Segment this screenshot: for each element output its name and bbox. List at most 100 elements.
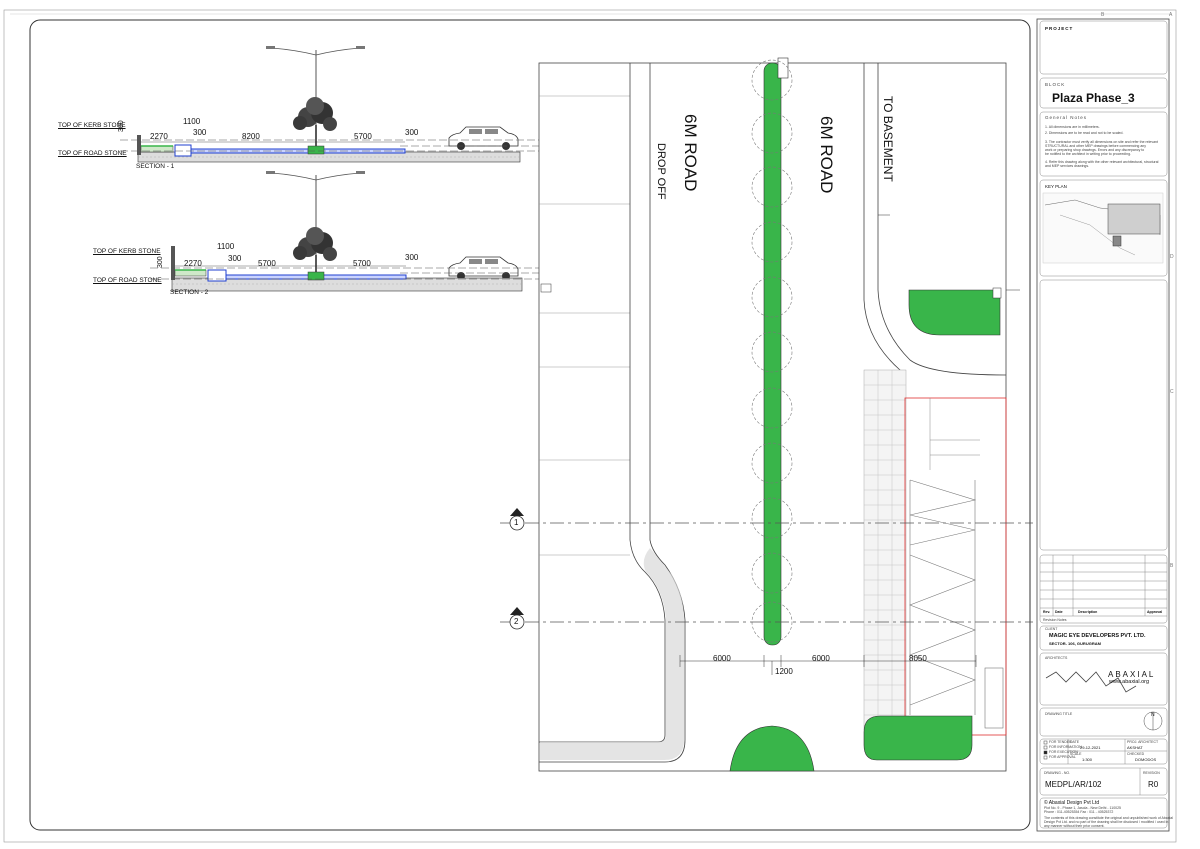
road-label-left: 6M ROAD [681, 114, 700, 192]
section-2-dim-1: 2270 [184, 259, 202, 268]
section-1-dim-4: 8200 [242, 132, 260, 141]
section-1-tree [293, 97, 337, 150]
rev-header-desc: Description [1078, 610, 1098, 614]
section-1-dim-5: 5700 [354, 132, 372, 141]
svg-text:A: A [1169, 12, 1173, 18]
revision-notes-label: Revision Notes [1043, 618, 1067, 622]
date-label: DATE [1070, 740, 1080, 744]
section-2-kerb-label: TOP OF KERB STONE [93, 248, 161, 255]
paving-grid [863, 369, 907, 731]
disclaimer-line-3: any manner without their prior consent. [1044, 824, 1105, 828]
client-label: CLIENT [1045, 627, 1058, 631]
north-label: N [1151, 712, 1155, 718]
green-roundabout [729, 725, 815, 772]
note-1: 1. All dimensions are in millimeters. [1045, 125, 1100, 129]
revision-value: R0 [1148, 780, 1159, 789]
drawing-frame [29, 19, 1031, 831]
cut-marker-1-label: 1 [514, 518, 519, 527]
section-1-dim-6: 300 [405, 128, 419, 137]
project-label: PROJECT [1045, 26, 1074, 31]
plan-dim-left: 6000 [713, 654, 731, 663]
date-value: 29-12-2021 [1080, 745, 1101, 750]
section-2-kerb-height: 300 [157, 256, 164, 268]
scale-value: 1:300 [1082, 757, 1093, 762]
drawing-title-label: DRAWING TITLE [1045, 712, 1073, 716]
checkbox-tender: FOR TENDER [1049, 740, 1072, 744]
section-1-kerb-height: 300 [118, 120, 125, 132]
note-2: 2. Dimensions are to be read and not to … [1045, 131, 1124, 135]
rev-header-date: Date [1055, 610, 1063, 614]
revision-label: REVISION [1143, 771, 1160, 775]
cut-marker-2-label: 2 [514, 617, 519, 626]
block-name: Plaza Phase_3 [1052, 91, 1135, 105]
block-label: BLOCK [1045, 82, 1066, 87]
checked-label: CHECKED [1127, 752, 1145, 756]
site-plan [500, 57, 1033, 772]
section-1-label: SECTION - 1 [136, 163, 175, 170]
section-1-dim-1: 2270 [150, 132, 168, 141]
disclaimer-line-2: Design Pvt Ltd. and no part of the drawi… [1044, 820, 1169, 824]
median-green-strip [763, 62, 782, 646]
architects-label: ARCHITECTS [1045, 656, 1068, 660]
section-1-dim-2: 1100 [183, 117, 201, 126]
client-address: SECTOR- 106, GURUGRAM [1049, 641, 1101, 646]
section-1-drawing [120, 46, 580, 163]
note-7: 4. Refer this drawing along with the oth… [1045, 160, 1159, 164]
section-1-kerb-label: TOP OF KERB STONE [58, 122, 126, 129]
section-1-car [448, 126, 519, 150]
svg-text:B: B [1170, 563, 1174, 569]
section-2-dim-5: 5700 [353, 259, 371, 268]
drawing-no: MEDPL/AR/102 [1045, 780, 1102, 789]
note-3: 3. The contractor must verify all dimens… [1045, 140, 1158, 144]
firm-url: www.abaxial.org [1109, 679, 1150, 685]
firm-name: ABAXIAL [1108, 670, 1156, 679]
note-4: STRUCTURAL and other MEP drawings before… [1045, 144, 1146, 148]
scale-label: SCALE [1070, 752, 1082, 756]
green-planter-top [908, 289, 1001, 336]
section-2-road-label: TOP OF ROAD STONE [93, 277, 162, 284]
address-line-1: Plot No. 9 - Phase 1, Jasola - New Delhi… [1044, 806, 1121, 810]
parking-chevrons [909, 479, 1004, 729]
drop-off-label: DROP OFF [655, 143, 667, 200]
to-basement-label: TO BASEMENT [881, 96, 895, 182]
plan-dim-right: 6000 [812, 654, 830, 663]
checkbox-information: FOR INFORMATION [1049, 745, 1082, 749]
title-block-frame [1036, 18, 1170, 832]
address-line-2: Phone : 011-40525354 Fax : 011 - 4052537… [1044, 810, 1114, 814]
checked-value: DOMODOS [1135, 757, 1157, 762]
section-2-dim-3: 300 [228, 254, 242, 263]
svg-text:C: C [1170, 389, 1174, 395]
section-1-road-label: TOP OF ROAD STONE [58, 150, 127, 157]
section-1-dim-3: 300 [193, 128, 207, 137]
section-2-label: SECTION - 2 [170, 289, 209, 296]
disclaimer-line-1: The contents of this drawing constitute … [1044, 816, 1173, 820]
note-5: work or preparing shop drawings. Errors … [1045, 148, 1145, 152]
general-notes-label: General Notes [1045, 115, 1088, 120]
title-block-grid [1039, 20, 1168, 829]
svg-text:B: B [1101, 12, 1105, 18]
rev-header-rev: Rev. [1043, 610, 1051, 614]
client-name: MAGIC EYE DEVELOPERS PVT. LTD. [1049, 633, 1146, 639]
green-planter-bottom [863, 715, 973, 761]
checkbox-execution: FOR EXECUTION [1049, 750, 1078, 754]
proj-arch-value: AKSHAT [1127, 745, 1143, 750]
checkbox-approval: FOR APPROVAL [1049, 755, 1076, 759]
plan-dim-median: 1200 [775, 667, 793, 676]
section-2-drawing [150, 171, 580, 292]
rev-header-approval: Approval [1147, 610, 1163, 614]
section-2-dim-4: 5700 [258, 259, 276, 268]
plan-dim-parking: 8050 [909, 654, 927, 663]
note-6: be notified to the architect in writing … [1045, 152, 1131, 156]
copyright: © Abaxial Design Pvt Ltd [1044, 800, 1100, 806]
sheet-border [3, 9, 1177, 843]
section-2-dim-6: 300 [405, 253, 419, 262]
road-label-right: 6M ROAD [817, 116, 836, 194]
key-plan-label: KEY PLAN [1045, 184, 1067, 189]
drawing-no-label: DRAWING - NO. [1044, 771, 1071, 775]
proj-arch-label: PROJ. ARCHITECT [1127, 740, 1159, 744]
svg-text:D: D [1170, 254, 1174, 260]
note-8: and MEP services drawings. [1045, 164, 1090, 168]
section-2-dim-2: 1100 [217, 242, 235, 251]
section-2-car [448, 256, 519, 280]
